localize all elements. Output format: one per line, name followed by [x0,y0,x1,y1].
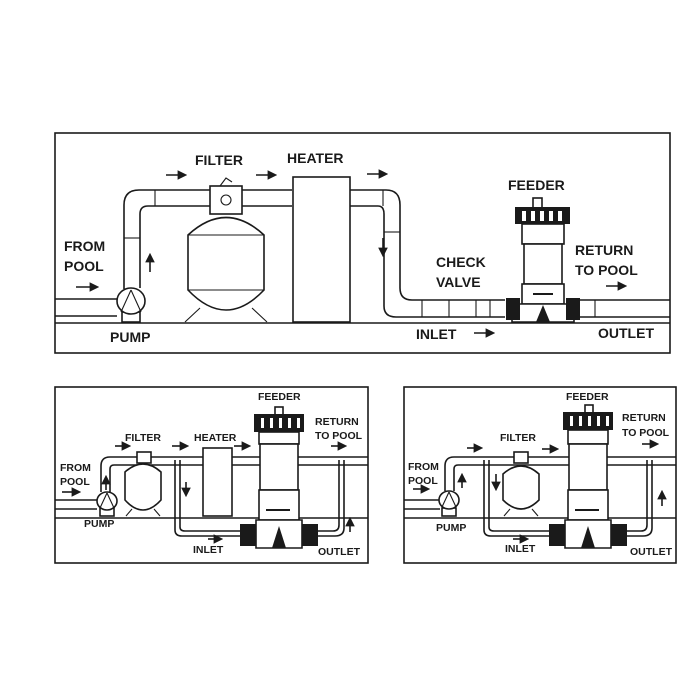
return-to-pool-label-line1: RETURN [575,242,633,258]
flow-arrows [413,439,667,544]
feeder-inlet-hose [174,460,240,537]
heater-icon [292,176,351,323]
return-to-pool-label-line1: RETURN [315,416,359,428]
pipe-to-filter [123,189,292,289]
outlet-label: OUTLET [630,546,673,558]
flow-arrows [76,169,628,338]
return-to-pool-label-line2: TO POOL [622,427,670,439]
feeder-icon [549,404,627,549]
inlet-label: INLET [416,326,457,342]
filter-label: FILTER [195,152,243,168]
feeder-icon [506,197,580,323]
pump-icon [116,287,146,323]
feeder-outlet-hose [318,460,345,537]
check-valve-label-line2: VALVE [436,274,481,290]
from-pool-label-line2: POOL [60,476,90,488]
pump-label: PUMP [84,518,114,530]
pool-return-pipe [580,299,670,318]
outlet-label: OUTLET [318,546,361,558]
return-to-pool-label-line2: TO POOL [315,430,363,442]
filter-icon [184,177,268,323]
filter-label: FILTER [500,432,536,444]
inlet-label: INLET [193,544,224,556]
from-pool-label-line1: FROM [60,462,91,474]
heater-label: HEATER [194,432,237,444]
diagram-frame [403,386,677,564]
offline-after-heater-diagram: FEEDER FILTER HEATER RETURN TO POOL FROM… [54,386,369,564]
diagram-frame [54,132,671,354]
feeder-outlet-hose [627,460,653,537]
feeder-inlet-hose [483,460,549,537]
check-valve-label-line1: CHECK [436,254,486,270]
from-pool-label-line1: FROM [64,238,105,254]
filter-label: FILTER [125,432,161,444]
pump-icon [438,490,460,517]
pump-label: PUMP [436,522,466,534]
feeder-icon [240,406,318,549]
flow-arrows [62,441,355,544]
pump-icon [96,491,118,517]
feeder-label: FEEDER [566,391,609,403]
pump-label: PUMP [110,329,150,345]
from-pool-label-line2: POOL [408,475,438,487]
outlet-label: OUTLET [598,325,654,341]
feeder-label: FEEDER [258,391,301,403]
diagram-frame [54,386,369,564]
filter-icon [502,451,540,517]
heater-icon [202,447,233,517]
pool-inlet-pipe [55,298,117,317]
feeder-label: FEEDER [508,177,565,193]
inline-installation-diagram: FILTER HEATER FEEDER FROM POOL PUMP CHEC… [54,132,671,354]
filter-icon [124,451,162,517]
return-to-pool-label-line1: RETURN [622,412,666,424]
heater-label: HEATER [287,150,344,166]
pipe-to-feeder [350,189,505,318]
from-pool-label-line1: FROM [408,461,439,473]
from-pool-label-line2: POOL [64,258,104,274]
inlet-label: INLET [505,543,536,555]
return-to-pool-label-line2: TO POOL [575,262,638,278]
offline-no-heater-diagram: FEEDER FILTER RETURN TO POOL FROM POOL P… [403,386,677,564]
